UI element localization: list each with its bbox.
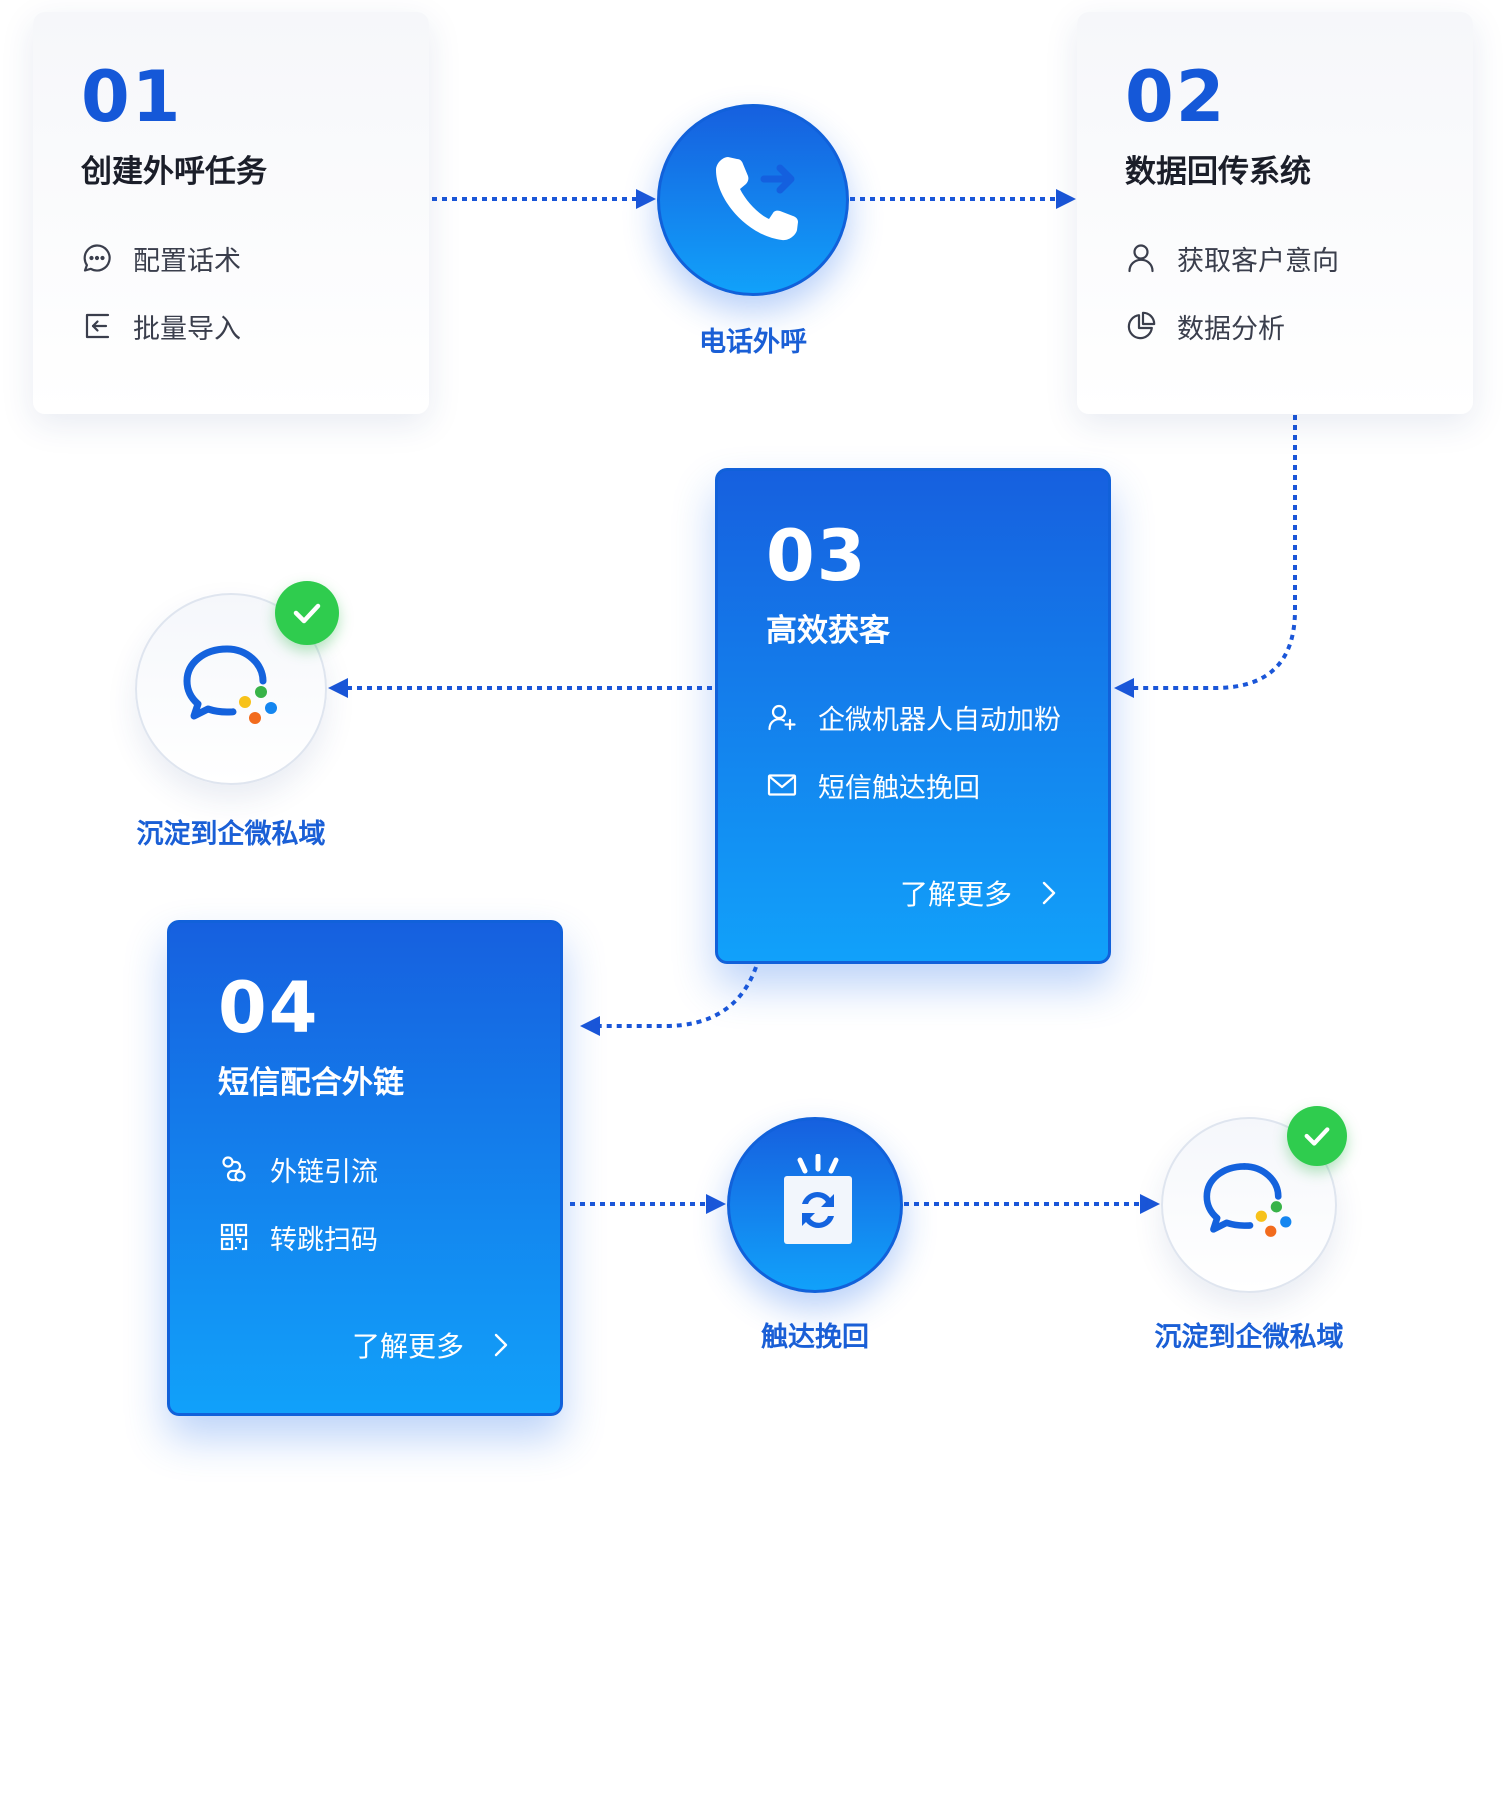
step-item-label: 数据分析 bbox=[1177, 313, 1285, 345]
learn-more-label: 了解更多 bbox=[899, 878, 1012, 911]
learn-more-link[interactable]: 了解更多 bbox=[352, 1325, 514, 1365]
step-item-label: 外链引流 bbox=[270, 1156, 378, 1188]
step-card-03: 03 高效获客 企微机器人自动加粉 短信触达挽回 bbox=[715, 468, 1111, 964]
step-number: 03 bbox=[766, 515, 868, 597]
step-number: 02 bbox=[1125, 56, 1227, 138]
connector-step2-to-step3 bbox=[1114, 415, 1297, 698]
step-item-label: 企微机器人自动加粉 bbox=[818, 704, 1061, 736]
reach-back-label: 触达挽回 bbox=[761, 1322, 869, 1353]
qr-code-icon bbox=[218, 1221, 250, 1253]
chevron-right-icon bbox=[488, 1332, 514, 1358]
step-item-sms-reach: 短信触达挽回 bbox=[766, 763, 1108, 807]
import-icon bbox=[81, 310, 113, 342]
step-number: 01 bbox=[81, 56, 183, 138]
learn-more-label: 了解更多 bbox=[351, 1330, 464, 1363]
success-check-icon bbox=[275, 581, 339, 645]
success-check-icon bbox=[1287, 1106, 1347, 1166]
message-sync-icon bbox=[778, 1154, 858, 1250]
step-item-wecom-robot: 企微机器人自动加粉 bbox=[766, 695, 1108, 739]
step-item-label: 批量导入 bbox=[133, 313, 241, 345]
mail-icon bbox=[766, 769, 798, 801]
step-title: 创建外呼任务 bbox=[81, 154, 267, 190]
step-title: 数据回传系统 bbox=[1125, 154, 1311, 190]
phone-call-node bbox=[657, 104, 849, 296]
wecom-chat-icon bbox=[179, 639, 289, 739]
chat-bubble-icon bbox=[81, 242, 113, 274]
step-item-label: 获取客户意向 bbox=[1177, 245, 1339, 277]
step-title: 短信配合外链 bbox=[218, 1065, 404, 1101]
add-user-icon bbox=[766, 701, 798, 733]
step-item-customer-intent: 获取客户意向 bbox=[1125, 236, 1473, 280]
step-item-config-script: 配置话术 bbox=[81, 236, 429, 280]
phone-call-label: 电话外呼 bbox=[699, 327, 807, 358]
private-domain-label-1: 沉淀到企微私域 bbox=[136, 819, 326, 850]
chevron-right-icon bbox=[1036, 880, 1062, 906]
wecom-chat-icon bbox=[1199, 1157, 1303, 1251]
step-item-label: 配置话术 bbox=[133, 245, 241, 277]
connector-step3-to-step4 bbox=[580, 966, 758, 1036]
step-card-02: 02 数据回传系统 获取客户意向 数据分析 bbox=[1077, 12, 1473, 414]
user-icon bbox=[1125, 242, 1157, 274]
pie-chart-icon bbox=[1125, 310, 1157, 342]
reach-back-node bbox=[727, 1117, 903, 1293]
step-item-label: 转跳扫码 bbox=[270, 1224, 378, 1256]
step-item-scan-code: 转跳扫码 bbox=[218, 1215, 560, 1259]
learn-more-link[interactable]: 了解更多 bbox=[900, 873, 1062, 913]
step-card-04: 04 短信配合外链 外链引流 bbox=[167, 920, 563, 1416]
step-number: 04 bbox=[218, 967, 320, 1049]
step-card-01: 01 创建外呼任务 配置话术 批量导入 bbox=[33, 12, 429, 414]
step-title: 高效获客 bbox=[766, 613, 890, 649]
private-domain-label-2: 沉淀到企微私域 bbox=[1154, 1322, 1344, 1353]
phone-call-icon bbox=[706, 149, 806, 249]
step-item-label: 短信触达挽回 bbox=[818, 772, 980, 804]
link-icon bbox=[218, 1153, 250, 1185]
step-item-batch-import: 批量导入 bbox=[81, 304, 429, 348]
step-item-data-analysis: 数据分析 bbox=[1125, 304, 1473, 348]
step-item-link-traffic: 外链引流 bbox=[218, 1147, 560, 1191]
